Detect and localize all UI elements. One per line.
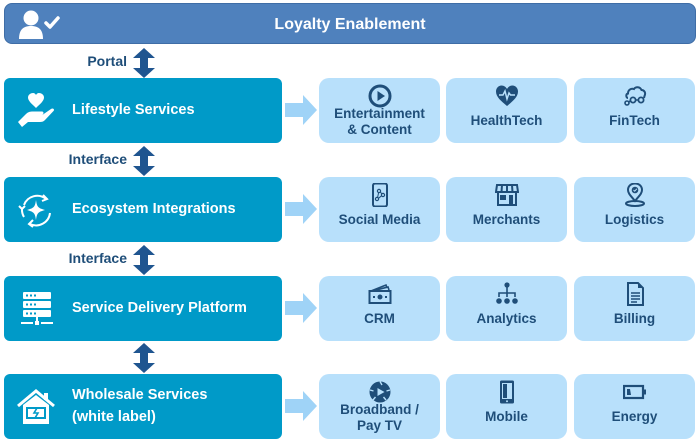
tile-label: Analytics [476,311,537,326]
play-circle-icon [368,84,391,108]
cloud-network-icon [623,86,646,106]
layer-label-line1: Wholesale Services [72,387,208,404]
sync-sparkle-icon [18,194,51,228]
user-check-icon [19,10,60,39]
layer-label: Service Delivery Platform [72,299,247,316]
document-icon [626,282,644,306]
server-stack-icon [21,292,53,325]
right-arrow-icon [285,95,317,125]
right-arrow-icon [285,391,317,421]
connector-interface-1: Interface [40,146,155,176]
double-arrow-icon [133,343,155,373]
tile-social-media: Social Media [319,177,440,242]
tile-merchants: Merchants [446,177,567,242]
connector-label: Portal [87,53,127,69]
layer-lifestyle-services: Lifestyle Services [4,78,282,143]
tile-label-line2: & Content [347,122,412,137]
tile-analytics: Analytics [446,276,567,341]
tile-healthtech: HealthTech [446,78,567,143]
tile-label: Entertainment & Content [319,106,440,138]
tile-mobile: Mobile [446,374,567,439]
tile-crm: CRM [319,276,440,341]
loyalty-enablement-header: Loyalty Enablement [4,3,696,44]
right-arrow-icon [285,194,317,224]
tile-label: Social Media [338,212,421,227]
connector-label: Interface [68,151,127,167]
tile-broadband-pay-tv: Broadband / Pay TV [319,374,440,439]
tile-label: Billing [613,311,656,326]
map-pin-icon [624,183,645,207]
header-title: Loyalty Enablement [274,16,426,33]
tile-entertainment-content: Entertainment & Content [319,78,440,143]
connector-portal: Portal [40,48,155,78]
layer-ecosystem-integrations: Ecosystem Integrations [4,177,282,242]
right-arrow-icon [285,293,317,323]
tile-label: Merchants [472,212,541,227]
double-arrow-icon [133,146,155,176]
tile-label: Energy [611,409,658,424]
tile-label: CRM [364,311,395,326]
tile-label: FinTech [609,113,660,128]
battery-icon [622,384,646,400]
cash-icon [368,283,391,304]
tile-fintech: FinTech [574,78,695,143]
layer-label: Ecosystem Integrations [72,200,236,217]
tile-billing: Billing [574,276,695,341]
hierarchy-icon [495,282,518,304]
media-globe-icon [369,381,390,403]
layer-service-delivery-platform: Service Delivery Platform [4,276,282,341]
layer-label: Wholesale Services (white label) [72,374,207,439]
layer-wholesale-services: Wholesale Services (white label) [4,374,282,439]
tile-energy: Energy [574,374,695,439]
layer-label-line2: (white label) [72,408,156,425]
tile-logistics: Logistics [574,177,695,242]
smartphone-icon [499,380,514,404]
double-arrow-icon [133,48,155,78]
tile-label-line1: Entertainment [334,106,425,121]
connector-wholesale [40,343,155,373]
tile-label-line2: Pay TV [356,418,403,433]
connector-label: Interface [68,250,127,266]
connector-interface-2: Interface [40,245,155,275]
hand-heart-icon [18,93,55,127]
storefront-icon [494,184,519,206]
tile-label: HealthTech [470,113,543,128]
layer-label: Lifestyle Services [72,101,195,118]
heart-pulse-icon [495,85,518,106]
tile-label-line1: Broadband / [340,402,419,417]
tile-label: Mobile [485,409,528,424]
double-arrow-icon [133,245,155,275]
tile-label: Logistics [604,212,665,227]
house-energy-icon [17,389,55,424]
tile-label: Broadband / Pay TV [319,402,440,434]
phone-share-icon [371,183,388,207]
